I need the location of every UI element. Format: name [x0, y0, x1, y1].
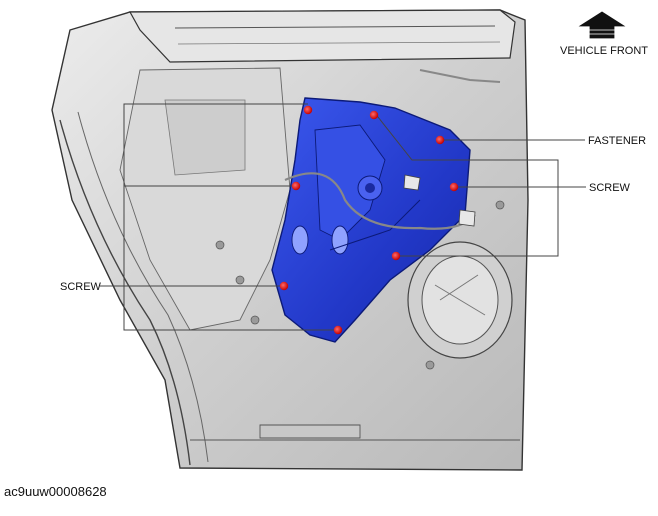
fastener-marker [435, 135, 445, 145]
up-arrow-icon [578, 11, 626, 39]
screw-marker [391, 251, 401, 261]
vehicle-front-indicator: VEHICLE FRONT [560, 11, 648, 57]
screw-marker [449, 182, 459, 192]
screw-marker [279, 281, 289, 291]
speaker-opening [407, 241, 513, 359]
screw-marker [369, 110, 379, 120]
screw-markers [279, 105, 459, 335]
screw-marker [291, 181, 301, 191]
screw-marker [303, 105, 313, 115]
fastener-markers [435, 135, 445, 145]
screw-marker [333, 325, 343, 335]
screw-label-right: SCREW [589, 182, 631, 194]
screw-label-left: SCREW [60, 281, 102, 293]
figure-id-caption: ac9uuw00008628 [4, 484, 107, 499]
fastener-label: FASTENER [588, 135, 646, 147]
vehicle-front-label: VEHICLE FRONT [560, 45, 648, 57]
leader-lines [100, 103, 586, 331]
wire-harness [284, 69, 501, 230]
